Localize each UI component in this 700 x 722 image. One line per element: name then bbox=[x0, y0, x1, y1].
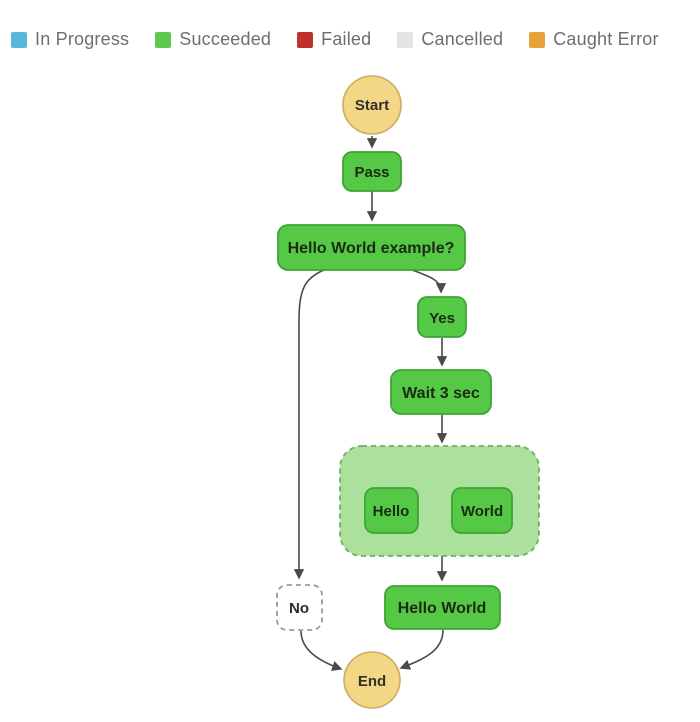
end-circle[interactable] bbox=[343, 651, 401, 709]
in-progress-swatch-icon bbox=[11, 31, 27, 48]
failed-swatch-icon bbox=[297, 31, 314, 48]
edge-choice-to-no bbox=[293, 269, 325, 580]
legend-label-caught-error: Caught Error bbox=[553, 29, 659, 49]
succeeded-swatch-icon bbox=[155, 31, 172, 48]
legend-item-succeeded: Succeeded bbox=[155, 29, 271, 50]
choice-box[interactable] bbox=[277, 224, 466, 271]
cancelled-swatch-icon bbox=[397, 31, 414, 48]
status-legend: In Progress Succeeded Failed Cancelled C… bbox=[11, 29, 659, 50]
node-hello[interactable]: Hello bbox=[364, 487, 419, 534]
node-hello-world[interactable]: Hello World bbox=[384, 585, 501, 630]
node-yes[interactable]: Yes bbox=[417, 296, 467, 338]
no-box[interactable] bbox=[276, 584, 323, 631]
legend-item-failed: Failed bbox=[297, 29, 371, 50]
start-circle[interactable] bbox=[342, 75, 402, 135]
edge-choice-to-yes bbox=[411, 269, 447, 294]
hello-world-box[interactable] bbox=[384, 585, 501, 630]
legend-label-in-progress: In Progress bbox=[35, 29, 130, 49]
node-wait-3-sec[interactable]: Wait 3 sec bbox=[390, 369, 492, 415]
world-box[interactable] bbox=[451, 487, 513, 534]
wait-box[interactable] bbox=[390, 369, 492, 415]
edge-hello-world-to-end bbox=[399, 629, 444, 670]
node-world[interactable]: World bbox=[451, 487, 513, 534]
hello-box[interactable] bbox=[364, 487, 419, 534]
node-pass[interactable]: Pass bbox=[342, 151, 402, 192]
pass-box[interactable] bbox=[342, 151, 402, 192]
legend-label-failed: Failed bbox=[321, 29, 372, 49]
node-start[interactable]: Start bbox=[342, 75, 402, 135]
legend-label-cancelled: Cancelled bbox=[421, 29, 504, 49]
node-end[interactable]: End bbox=[343, 651, 401, 709]
caught-error-swatch-icon bbox=[529, 31, 546, 48]
legend-label-succeeded: Succeeded bbox=[179, 29, 272, 49]
yes-box[interactable] bbox=[417, 296, 467, 338]
legend-item-cancelled: Cancelled bbox=[397, 29, 503, 50]
edge-no-to-end bbox=[300, 630, 343, 671]
legend-item-in-progress: In Progress bbox=[11, 29, 129, 50]
node-no[interactable]: No bbox=[276, 584, 323, 631]
node-choice-hello-world-example[interactable]: Hello World example? bbox=[277, 224, 466, 271]
legend-item-caught-error: Caught Error bbox=[529, 29, 658, 50]
